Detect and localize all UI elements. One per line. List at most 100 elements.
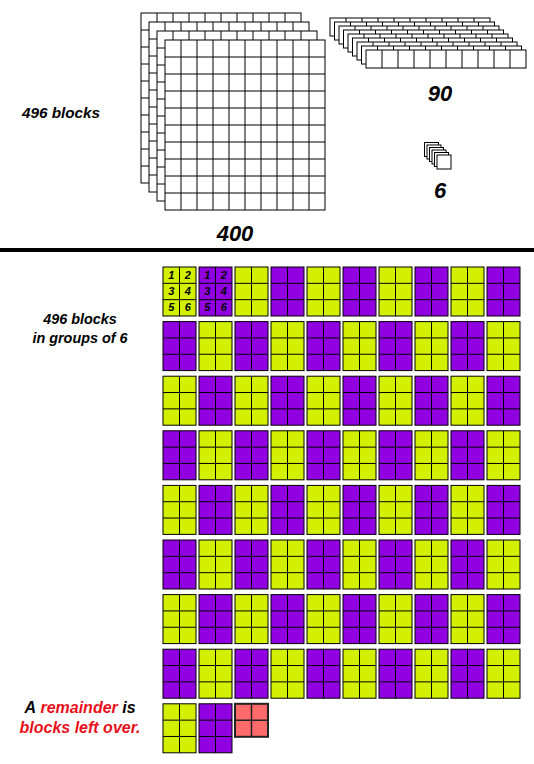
cell-line — [235, 392, 268, 393]
group-of-six — [235, 431, 268, 480]
cell-line — [359, 267, 360, 316]
cell-line — [415, 556, 448, 557]
cell-line — [343, 392, 376, 393]
total-label: 496 blocks — [0, 104, 122, 122]
cell-line — [235, 518, 268, 519]
cell-line — [235, 299, 268, 300]
cell-line — [487, 518, 520, 519]
group-of-six — [415, 322, 448, 371]
cell-number: 2 — [216, 270, 233, 281]
group-of-six — [163, 322, 196, 371]
group-of-six — [379, 376, 412, 425]
cell-line — [431, 431, 432, 480]
group-of-six — [271, 485, 304, 534]
group-of-six — [379, 322, 412, 371]
cell-line — [251, 595, 252, 644]
cell-line — [379, 556, 412, 557]
flat-gridline — [165, 125, 325, 126]
group-of-six — [379, 649, 412, 698]
one-cube — [437, 155, 451, 169]
cell-line — [431, 540, 432, 589]
cell-line — [163, 447, 196, 448]
tens-value: 90 — [400, 81, 480, 106]
group-of-six — [307, 595, 340, 644]
cell-line — [395, 431, 396, 480]
group-of-six — [343, 649, 376, 698]
cell-line — [179, 322, 180, 371]
cell-line — [287, 649, 288, 698]
cell-number: 6 — [216, 302, 233, 313]
cell-line — [503, 595, 504, 644]
cell-line — [359, 431, 360, 480]
rod-gridline — [382, 50, 383, 68]
cell-line — [487, 665, 520, 666]
cell-line — [343, 501, 376, 502]
cell-line — [179, 376, 180, 425]
cell-line — [307, 392, 340, 393]
cell-line — [199, 681, 232, 682]
cell-line — [323, 649, 324, 698]
cell-line — [451, 408, 484, 409]
group-of-six — [163, 376, 196, 425]
group-of-six — [415, 485, 448, 534]
cell-line — [235, 665, 268, 666]
cell-line — [215, 649, 216, 698]
cell-line — [287, 267, 288, 316]
group-of-six — [271, 431, 304, 480]
group-of-six — [379, 431, 412, 480]
cell-line — [323, 267, 324, 316]
cell-line — [379, 408, 412, 409]
cell-line — [235, 463, 268, 464]
cell-line — [503, 376, 504, 425]
cell-line — [215, 485, 216, 534]
group-of-six — [307, 649, 340, 698]
group-of-six — [271, 267, 304, 316]
cell-line — [163, 501, 196, 502]
cell-line — [179, 485, 180, 534]
cell-line — [199, 299, 232, 300]
cell-line — [451, 283, 484, 284]
ten-rod — [366, 50, 526, 68]
group-of-six — [235, 540, 268, 589]
cell-line — [467, 649, 468, 698]
cell-line — [503, 649, 504, 698]
total-label: 496 blocks — [0, 311, 160, 328]
cell-number: 3 — [199, 286, 216, 297]
cell-line — [415, 501, 448, 502]
cell-line — [451, 572, 484, 573]
cell-line — [395, 649, 396, 698]
hundreds-flats — [141, 13, 325, 210]
cell-line — [215, 376, 216, 425]
cell-line — [163, 736, 196, 737]
cell-line — [199, 463, 232, 464]
group-of-six — [199, 267, 232, 316]
group-of-six — [235, 649, 268, 698]
cell-line — [359, 595, 360, 644]
group-of-six — [451, 649, 484, 698]
cell-line — [271, 627, 304, 628]
group-of-six — [163, 267, 196, 316]
cell-line — [163, 408, 196, 409]
cell-line — [179, 595, 180, 644]
group-of-six — [307, 376, 340, 425]
group-of-six — [451, 540, 484, 589]
cell-line — [235, 572, 268, 573]
cell-line — [287, 322, 288, 371]
cell-line — [271, 283, 304, 284]
hundreds-value: 400 — [185, 221, 285, 246]
cell-line — [235, 720, 268, 722]
cell-line — [415, 392, 448, 393]
cell-line — [215, 595, 216, 644]
group-of-six — [451, 485, 484, 534]
cell-line — [451, 447, 484, 448]
cell-line — [343, 610, 376, 611]
cell-line — [271, 610, 304, 611]
group-of-six — [163, 649, 196, 698]
cell-line — [271, 501, 304, 502]
cell-line — [323, 322, 324, 371]
group-of-six — [271, 376, 304, 425]
cell-line — [395, 540, 396, 589]
group-of-six — [487, 376, 520, 425]
cell-line — [395, 485, 396, 534]
cell-line — [163, 556, 196, 557]
